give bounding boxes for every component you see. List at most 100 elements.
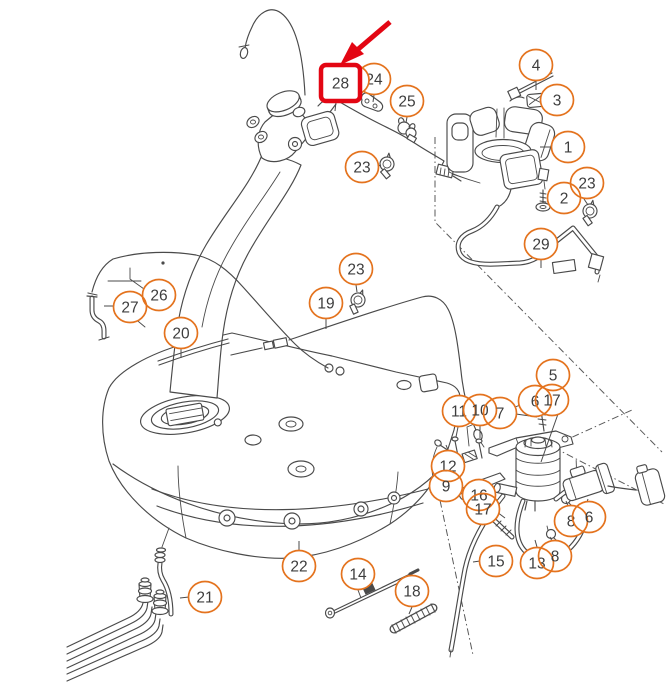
callout-number: 16: [470, 488, 487, 505]
callout-circle: [389, 84, 425, 118]
callout-8[interactable]: 8: [553, 504, 589, 538]
callout-number: 17: [474, 502, 491, 519]
callout-fill: [390, 85, 424, 117]
callout-14[interactable]: 14: [340, 557, 376, 591]
callout-17[interactable]: 17: [534, 383, 570, 417]
fuel-tank: [102, 332, 461, 559]
callout-circle: [430, 449, 466, 483]
callout-3[interactable]: 3: [539, 83, 575, 117]
vent-line-top: [238, 9, 306, 96]
callout-leader: [355, 284, 358, 293]
callout-number: 5: [549, 368, 558, 385]
breather-line-20: [87, 251, 329, 369]
callout-number: 9: [442, 479, 451, 496]
callout-17[interactable]: 17: [465, 492, 501, 526]
callout-fill: [309, 287, 343, 319]
callout-number: 8: [551, 549, 560, 566]
callout-7[interactable]: 7: [482, 396, 518, 430]
callout-number: 29: [532, 237, 549, 254]
callout-fill: [395, 575, 429, 607]
callout-fill: [538, 540, 572, 572]
callout-number: 17: [543, 393, 560, 410]
callout-27[interactable]: 27: [112, 290, 148, 324]
callout-circle: [308, 286, 344, 320]
callout-leader: [408, 606, 413, 615]
callout-fill: [188, 581, 222, 613]
callout-circle: [553, 504, 589, 538]
callout-13[interactable]: 13: [519, 546, 555, 580]
screw-2: [535, 189, 551, 212]
hose-clamp-25: [397, 117, 418, 144]
callout-circle: [141, 278, 177, 312]
line-connector-a: [136, 577, 154, 604]
tank-top-details: [244, 363, 439, 478]
callout-leader: [534, 539, 538, 548]
callout-number: 23: [578, 176, 595, 193]
callout-circle: [539, 83, 575, 117]
breather-nipples: [246, 115, 268, 144]
callout-26[interactable]: 26: [141, 278, 177, 312]
callout-16[interactable]: 16: [461, 478, 497, 512]
callout-number: 8: [567, 514, 576, 531]
hose-clip-24: [360, 92, 384, 112]
callout-circle: [546, 181, 582, 215]
callout-5[interactable]: 5: [535, 358, 571, 392]
callout-6[interactable]: 6: [571, 500, 607, 534]
callout-1[interactable]: 1: [550, 130, 586, 164]
callout-4[interactable]: 4: [518, 48, 554, 82]
callout-leader: [540, 413, 559, 463]
callout-29[interactable]: 29: [523, 227, 559, 261]
filler-pipe: [169, 154, 302, 399]
callout-number: 27: [121, 300, 138, 317]
callout-9[interactable]: 9: [428, 469, 464, 503]
callout-fill: [524, 228, 558, 260]
callout-number: 15: [487, 554, 504, 571]
arrow-head: [340, 42, 364, 65]
highlighted-callout-28[interactable]: 28: [318, 62, 363, 104]
callout-number: 24: [365, 72, 383, 89]
filler-neck-head: [246, 90, 340, 163]
callout-23[interactable]: 23: [344, 150, 380, 184]
callout-circle: [281, 549, 317, 583]
callout-fill: [551, 131, 585, 163]
callout-fill: [113, 291, 147, 323]
callout-25[interactable]: 25: [389, 84, 425, 118]
callout-number: 6: [585, 510, 594, 527]
fuel-filter-6: [553, 460, 666, 506]
reference-dot: [161, 261, 165, 265]
callout-19[interactable]: 19: [308, 286, 344, 320]
callout-number: 21: [196, 590, 213, 607]
protective-sleeve-18: [389, 603, 438, 634]
highlight-box: [318, 62, 363, 104]
callout-15[interactable]: 15: [478, 544, 514, 578]
callout-leader: [372, 94, 375, 103]
callout-number: 1: [564, 140, 573, 157]
callout-21[interactable]: 21: [187, 580, 223, 614]
callout-2[interactable]: 2: [546, 181, 582, 215]
callout-18[interactable]: 18: [394, 574, 430, 608]
callout-22[interactable]: 22: [281, 549, 317, 583]
callout-number: 25: [398, 94, 415, 111]
highlight-layer: 28: [318, 20, 392, 112]
callout-number: 22: [290, 559, 307, 576]
callout-circle: [462, 393, 498, 427]
callout-circle: [534, 383, 570, 417]
callout-circle: [465, 492, 501, 526]
callout-circle: [340, 557, 376, 591]
callout-23[interactable]: 23: [338, 252, 374, 286]
callout-8[interactable]: 8: [537, 539, 573, 573]
callout-fill: [164, 317, 198, 349]
callout-leader: [405, 116, 408, 124]
callout-circle: [478, 544, 514, 578]
callout-number: 23: [353, 160, 370, 177]
callout-fill: [466, 493, 500, 525]
callout-20[interactable]: 20: [163, 316, 199, 350]
callout-number: 3: [553, 93, 562, 110]
callout-leader: [357, 589, 362, 599]
elbow-fitting: [154, 527, 174, 617]
callout-circle: [428, 469, 464, 503]
callout-circle: [517, 384, 553, 418]
callout-number: 13: [528, 556, 545, 573]
